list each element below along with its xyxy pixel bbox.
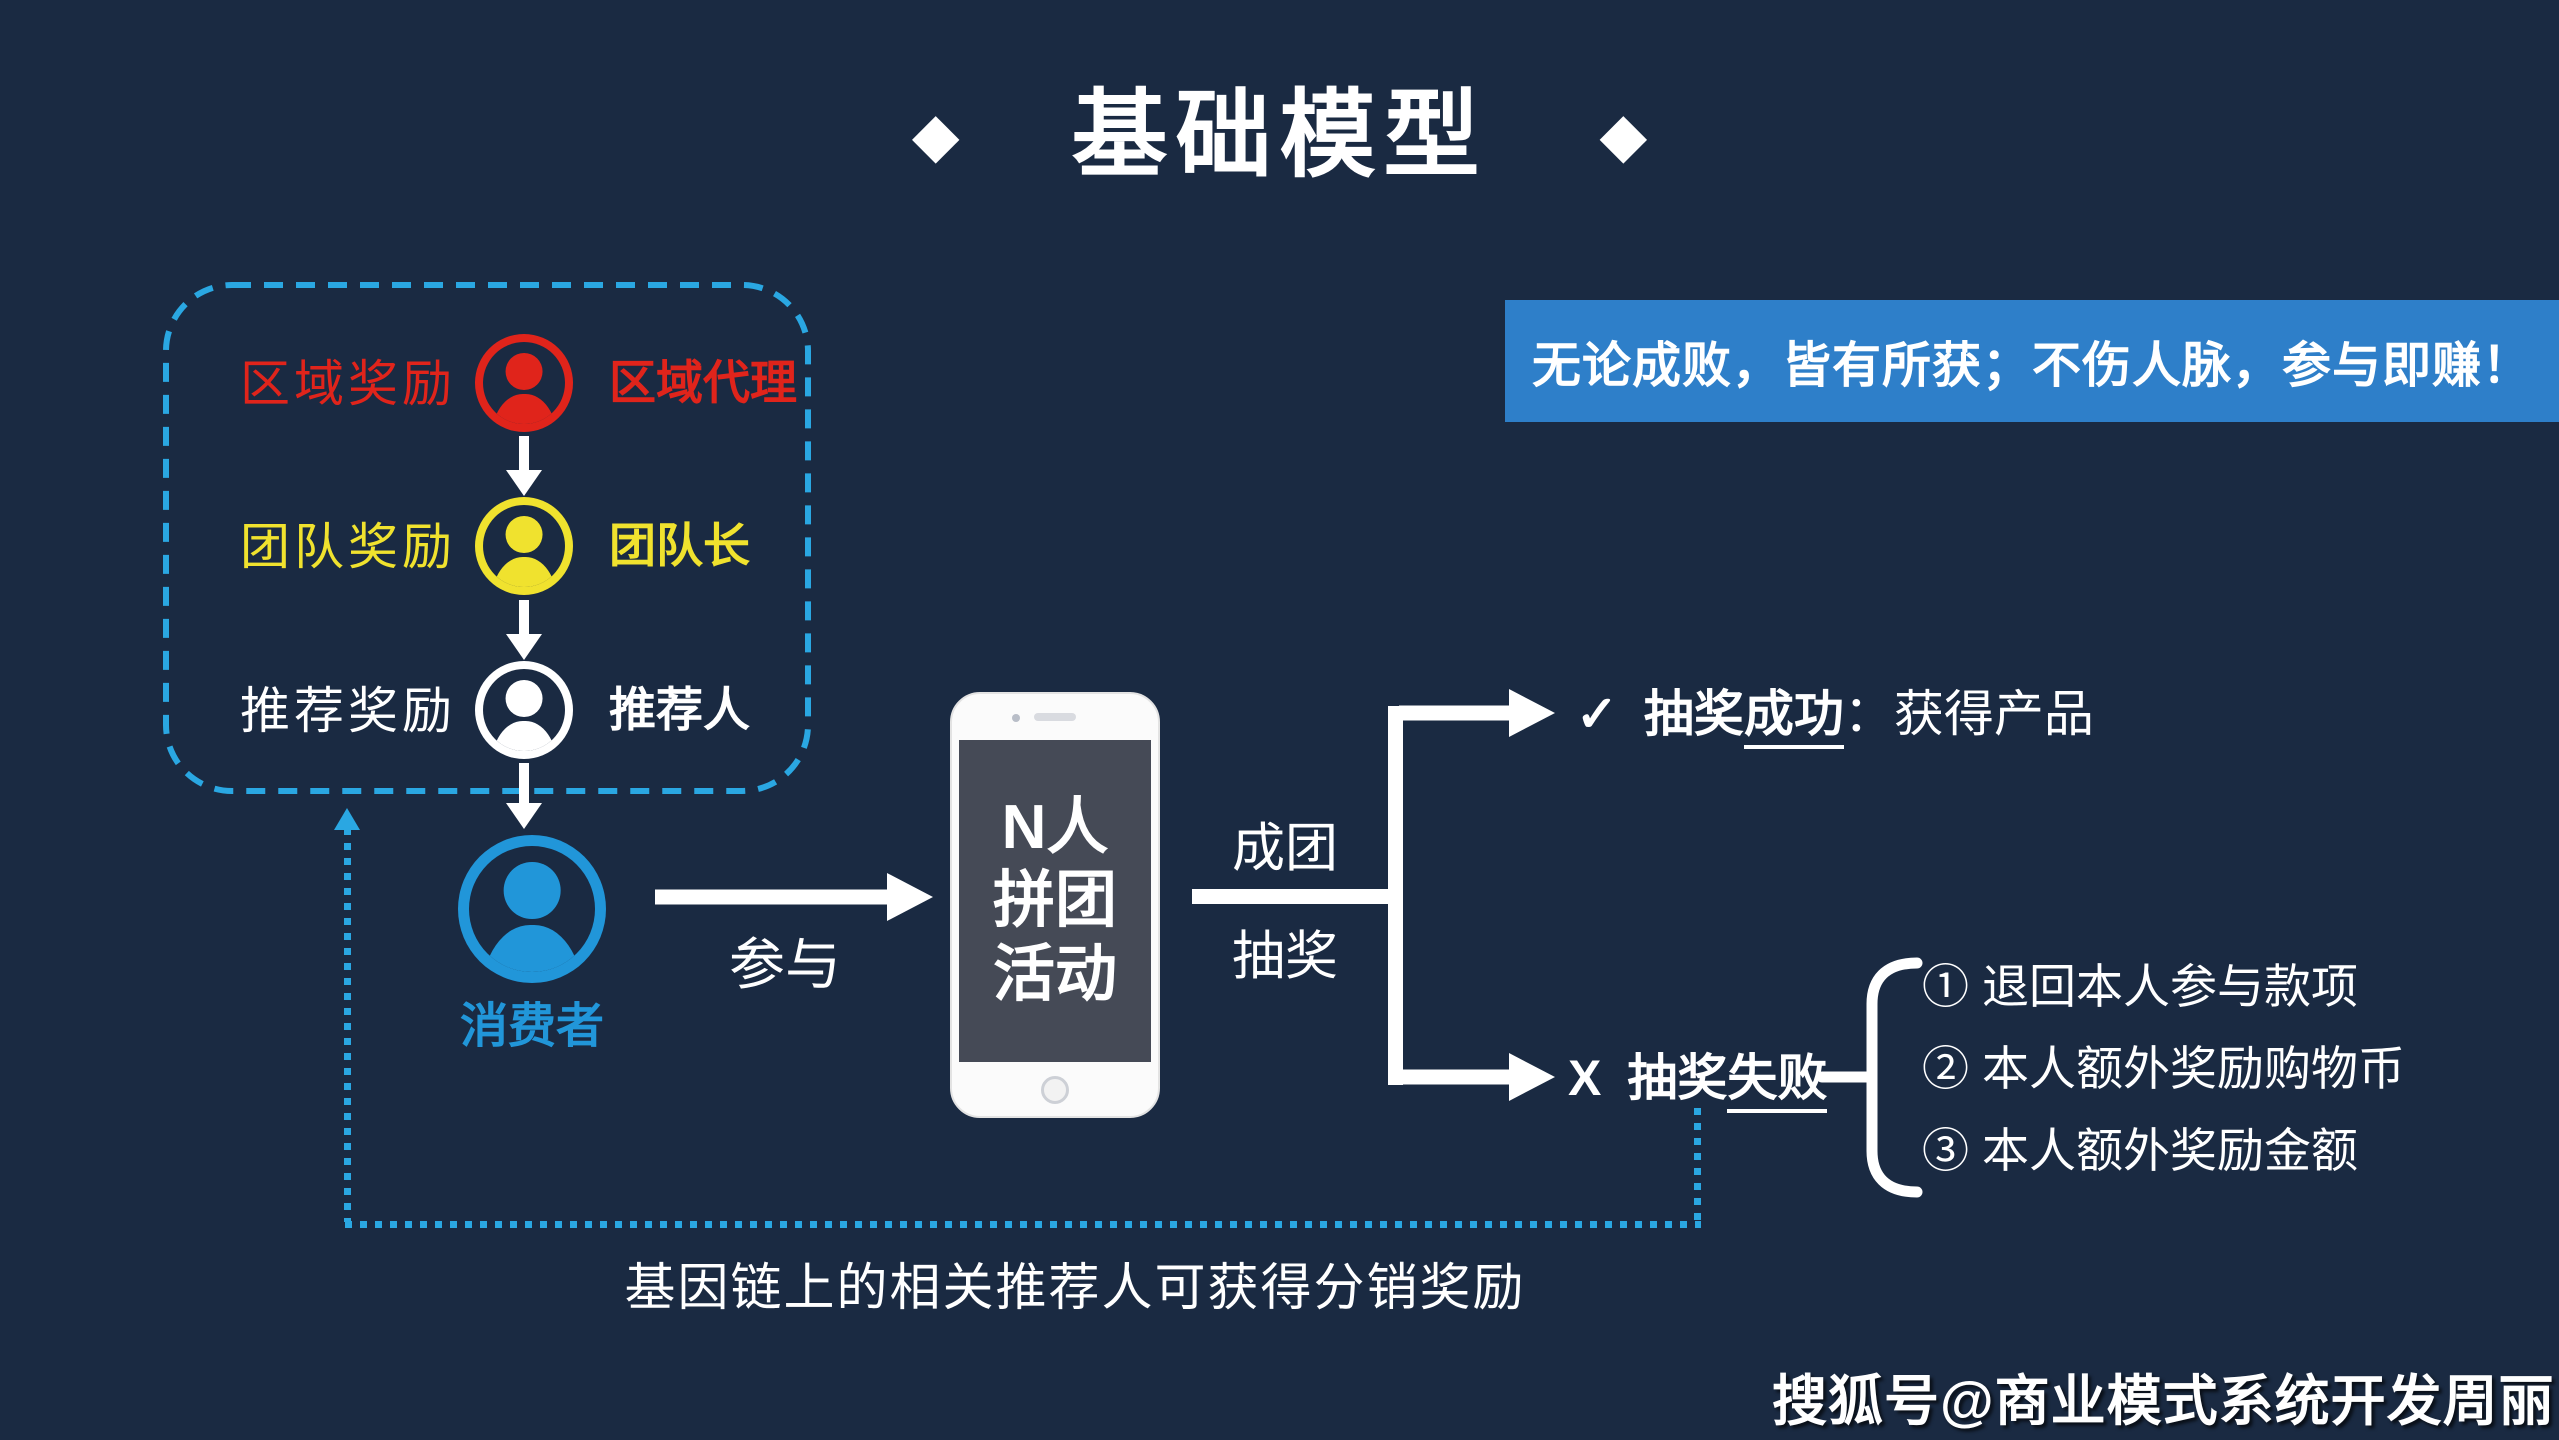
person-icon: [483, 342, 565, 424]
check-icon: ✓: [1576, 686, 1618, 742]
loop-line-bottom: [345, 1221, 1701, 1228]
brace-icon: [1816, 957, 1923, 1198]
success-outcome: ✓ 抽奖成功：获得产品: [1576, 684, 2094, 749]
phone-speaker-icon: [1034, 713, 1076, 721]
x-icon: X: [1568, 1050, 1602, 1106]
failure-arrow-icon: [1399, 1054, 1555, 1100]
lottery-label: 抽奖: [1232, 928, 1338, 986]
group-formed-label: 成团: [1232, 820, 1338, 878]
region-agent-label: 区域代理: [609, 356, 797, 409]
consumer-label: 消费者: [459, 1000, 604, 1053]
phone-screen-line: 拼团: [992, 866, 1117, 936]
phone-screen-line: 活动: [992, 939, 1117, 1009]
list-item: ① 退回本人参与款项: [1922, 960, 2359, 1013]
failure-text: 抽奖: [1627, 1050, 1728, 1106]
dashed-border: [163, 282, 811, 794]
success-result-text: ：获得产品: [1843, 686, 2094, 742]
failure-underlined-text: 失败: [1727, 1050, 1828, 1113]
reward-box: 区域奖励 区域代理 团队奖励 团队长 推荐奖励 推荐人: [163, 282, 811, 794]
phone-screen: N人 拼团 活动: [959, 740, 1151, 1062]
team-leader-label: 团队长: [609, 519, 750, 572]
team-leader-avatar: [475, 497, 573, 595]
referrer-label: 推荐人: [609, 683, 750, 736]
referral-reward-label: 推荐奖励: [240, 683, 456, 739]
consumer-avatar: [458, 835, 606, 983]
list-item: ③ 本人额外奖励金额: [1922, 1124, 2359, 1177]
failure-compensation-list: ① 退回本人参与款项 ② 本人额外奖励购物币 ③ 本人额外奖励金额: [1922, 958, 2405, 1180]
success-text: 抽奖: [1643, 686, 1744, 742]
page-title: 基础模型: [1071, 82, 1488, 189]
list-item: ② 本人额外奖励购物币: [1922, 1042, 2406, 1095]
arrow-down-icon: [506, 763, 542, 829]
success-arrow-icon: [1399, 690, 1555, 736]
phone: N人 拼团 活动: [950, 692, 1160, 1118]
branch-line: [1388, 706, 1403, 1085]
phone-screen-line: N人: [1001, 793, 1109, 863]
watermark: 搜狐号@商业模式系统开发周丽: [1772, 1370, 2555, 1432]
person-icon: [483, 505, 565, 587]
participate-label: 参与: [729, 935, 841, 997]
title-row: ◆ 基础模型 ◆: [0, 88, 2559, 184]
region-agent-avatar: [475, 334, 573, 432]
slogan-text: 无论成败，皆有所获；不伤人脉，参与即赚！: [1531, 338, 2532, 393]
connector-line: [1192, 889, 1395, 904]
phone-home-button-icon: [1041, 1076, 1069, 1104]
loop-line-right: [1694, 1108, 1701, 1222]
slogan-banner: 无论成败，皆有所获；不伤人脉，参与即赚！: [1505, 300, 2559, 422]
success-underlined-text: 成功: [1743, 686, 1844, 749]
diamond-icon: ◆: [911, 101, 960, 170]
loop-caption: 基因链上的相关推荐人可获得分销奖励: [624, 1261, 1526, 1317]
failure-outcome: X 抽奖失败: [1568, 1048, 1828, 1113]
loop-arrow-up-icon: [334, 808, 360, 830]
team-reward-label: 团队奖励: [240, 519, 456, 575]
phone-camera-icon: [1012, 714, 1020, 722]
referrer-avatar: [475, 661, 573, 759]
arrow-down-icon: [506, 436, 542, 496]
person-icon: [469, 846, 595, 972]
loop-line-left: [344, 828, 351, 1222]
diamond-icon: ◆: [1599, 101, 1648, 170]
region-reward-label: 区域奖励: [240, 356, 456, 412]
person-icon: [483, 669, 565, 751]
participate-arrow-icon: [655, 874, 933, 920]
arrow-down-icon: [506, 600, 542, 660]
